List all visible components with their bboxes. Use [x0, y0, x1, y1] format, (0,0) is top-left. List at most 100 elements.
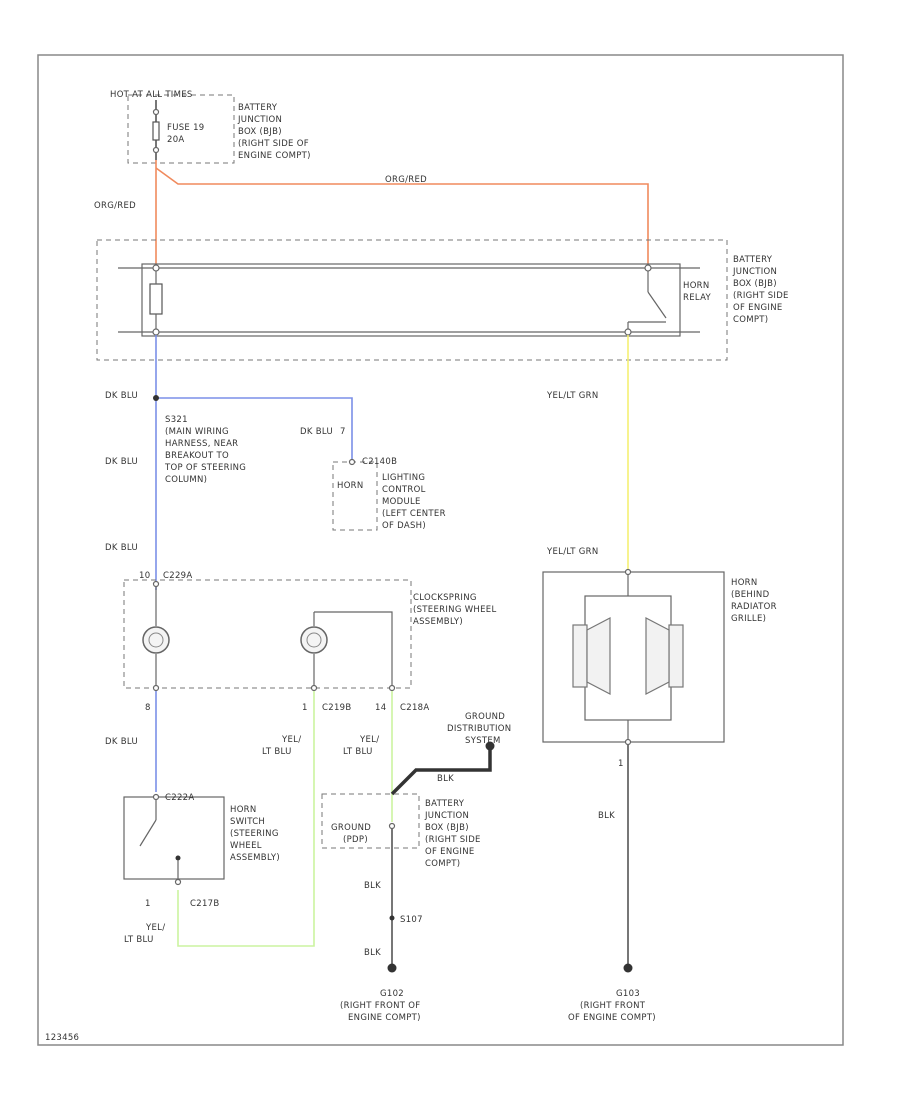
- clockspring-connector: C218A: [400, 703, 429, 713]
- lcm-horn-label: HORN: [337, 481, 364, 491]
- lcm-label: MODULE: [382, 497, 421, 507]
- wire-yel-lt-blu: [177, 691, 315, 947]
- fuse-bjb-label: BOX (BJB): [238, 127, 282, 137]
- horn-speaker-icon: [572, 617, 611, 695]
- ground-g102-dot: [387, 963, 397, 973]
- figure-id: 123456: [45, 1033, 79, 1043]
- lcm-connector: C2140B: [362, 457, 397, 467]
- wire-label: YEL/: [145, 923, 165, 933]
- splice-dot: [153, 395, 159, 401]
- wire-label: ORG/RED: [94, 201, 136, 211]
- wire-label: YEL/: [281, 735, 301, 745]
- bjb-ground-label: (PDP): [343, 835, 368, 845]
- clockspring-pin: 1: [302, 703, 308, 713]
- wire-label: LT BLU: [343, 747, 373, 757]
- fuse-bjb-label: JUNCTION: [237, 115, 282, 125]
- horn-label: GRILLE): [731, 614, 766, 624]
- fuse-bjb-label: ENGINE COMPT): [238, 151, 311, 161]
- ground-g102-label: ENGINE COMPT): [348, 1013, 421, 1023]
- clockspring-pin: 10: [139, 571, 150, 581]
- clockspring-coil-icon: [300, 626, 328, 654]
- wire-label: BLK: [364, 881, 381, 891]
- clockspring-coil-icon: [142, 626, 170, 654]
- splice-dot: [389, 915, 395, 921]
- clockspring-label: ASSEMBLY): [413, 617, 463, 627]
- lcm-pin: 7: [340, 427, 346, 437]
- splice-label: BREAKOUT TO: [165, 451, 229, 461]
- ground-dist-label: DISTRIBUTION: [447, 724, 511, 734]
- fuse-rating: 20A: [167, 135, 185, 145]
- lcm-label: CONTROL: [382, 485, 426, 495]
- wire-label: DK BLU: [300, 427, 333, 437]
- wire-org-red: [155, 167, 649, 268]
- splice-label: HARNESS, NEAR: [165, 439, 238, 449]
- zone-label: HOT AT ALL TIMES: [110, 90, 193, 100]
- bjb-label: JUNCTION: [424, 811, 469, 821]
- lcm-label: (LEFT CENTER: [382, 509, 446, 519]
- horn-switch-connector: C222A: [165, 793, 194, 803]
- splice-s107-label: S107: [400, 915, 423, 925]
- clockspring: 10 C229A CLOCKSPRING (STEERING WHEEL ASS…: [123, 571, 496, 713]
- splice-s321: S321 (MAIN WIRING HARNESS, NEAR BREAKOUT…: [164, 415, 246, 485]
- ground-dist-label: SYSTEM: [465, 736, 501, 746]
- wire-label: YEL/LT GRN: [546, 391, 598, 401]
- bjb-label: BATTERY: [425, 799, 465, 809]
- ground-distribution: GROUND DISTRIBUTION SYSTEM BLK: [390, 712, 511, 796]
- horn-label: RADIATOR: [731, 602, 777, 612]
- relay-bjb-label: (RIGHT SIDE: [733, 291, 789, 301]
- clockspring-pin: 8: [145, 703, 151, 713]
- relay-bjb-label: BOX (BJB): [733, 279, 777, 289]
- horn-switch: C222A HORN SWITCH (STEERING WHEEL ASSEMB…: [123, 793, 280, 909]
- splice-label: S321: [165, 415, 188, 425]
- horn-switch-label: WHEEL: [230, 841, 262, 851]
- fuse-bjb-label: BATTERY: [238, 103, 278, 113]
- ground-g103-label: (RIGHT FRONT: [580, 1001, 646, 1011]
- ground-g102-label: G102: [380, 989, 404, 999]
- splice-label: (MAIN WIRING: [165, 427, 229, 437]
- relay-bjb-label: JUNCTION: [732, 267, 777, 277]
- clockspring-connector: C229A: [163, 571, 192, 581]
- relay-bjb-label: OF ENGINE: [733, 303, 783, 313]
- wire-label: ORG/RED: [385, 175, 427, 185]
- wire-dk-blu: [156, 397, 353, 462]
- wire-label: LT BLU: [124, 935, 154, 945]
- wire-label: BLK: [437, 774, 454, 784]
- wire-label: YEL/: [359, 735, 379, 745]
- splice-label: COLUMN): [165, 475, 207, 485]
- horn-switch-label: (STEERING: [230, 829, 279, 839]
- clockspring-pin: 14: [375, 703, 386, 713]
- wire-label: DK BLU: [105, 457, 138, 467]
- ground-g103-label: G103: [616, 989, 640, 999]
- diagram-frame: [37, 54, 844, 1046]
- bjb-ground-label: GROUND: [331, 823, 371, 833]
- wire-label: DK BLU: [105, 391, 138, 401]
- bjb-label: BOX (BJB): [425, 823, 469, 833]
- horn-switch-pin: 1: [145, 899, 151, 909]
- clockspring-label: (STEERING WHEEL: [413, 605, 496, 615]
- horn-switch-label: ASSEMBLY): [230, 853, 280, 863]
- ground-dist-dot: [485, 741, 495, 751]
- ground-g102-label: (RIGHT FRONT OF: [340, 1001, 420, 1011]
- relay-bjb-label: BATTERY: [733, 255, 773, 265]
- ground-g103-dot: [623, 963, 633, 973]
- wire-label: YEL/LT GRN: [546, 547, 598, 557]
- horn-label: (BEHIND: [731, 590, 770, 600]
- wire-label: DK BLU: [105, 543, 138, 553]
- ground-g103-label: OF ENGINE COMPT): [568, 1013, 656, 1023]
- lcm-label: LIGHTING: [382, 473, 425, 483]
- horn: HORN (BEHIND RADIATOR GRILLE) 1: [542, 568, 777, 769]
- bjb-label: COMPT): [425, 859, 460, 869]
- horn-switch-label: HORN: [230, 805, 257, 815]
- bjb-ground: GROUND (PDP) BATTERY JUNCTION BOX (BJB) …: [321, 793, 480, 869]
- wire-label: DK BLU: [105, 737, 138, 747]
- wire-label: LT BLU: [262, 747, 292, 757]
- splice-label: TOP OF STEERING: [164, 463, 246, 473]
- fuse-number: FUSE 19: [167, 123, 205, 133]
- relay-coil-icon: [149, 283, 163, 315]
- lcm-label: OF DASH): [382, 521, 426, 531]
- horn-label: HORN: [731, 578, 758, 588]
- wire-label: BLK: [598, 811, 615, 821]
- bjb-label: OF ENGINE: [425, 847, 475, 857]
- horn-switch-icon: [139, 800, 181, 861]
